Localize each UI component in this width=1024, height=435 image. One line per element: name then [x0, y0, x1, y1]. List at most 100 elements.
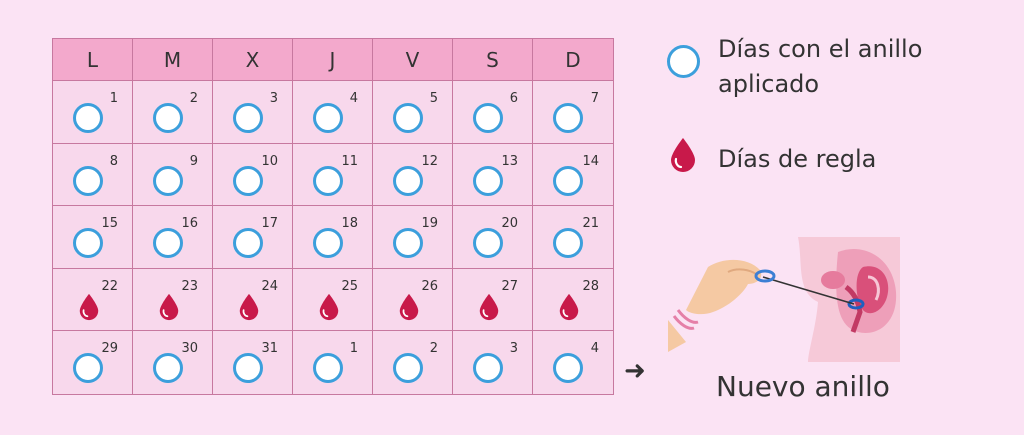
calendar-day-cell: 7	[533, 81, 613, 144]
day-number: 4	[349, 91, 358, 106]
calendar-day-cell: 21	[533, 206, 613, 269]
day-number: 15	[101, 216, 118, 232]
day-number: 1	[109, 91, 118, 106]
vaginal-ring-icon	[473, 353, 503, 384]
vaginal-ring-icon	[233, 103, 263, 133]
day-number: 3	[509, 341, 518, 357]
day-number: 14	[582, 153, 599, 169]
day-header: M	[133, 39, 213, 81]
calendar-day-cell: 30	[133, 331, 213, 394]
calendar-day-cell: 22	[53, 268, 133, 332]
vaginal-ring-icon	[553, 103, 583, 133]
day-number: 28	[582, 278, 599, 294]
blood-drop-icon	[319, 293, 339, 320]
day-number: 21	[582, 216, 599, 232]
calendar-day-cell: 26	[373, 268, 453, 332]
vaginal-ring-icon	[73, 165, 103, 196]
blood-drop-legend-icon	[671, 138, 695, 172]
calendar-day-cell: 28	[533, 268, 613, 332]
calendar-day-cell: 18	[293, 206, 373, 269]
vaginal-ring-icon	[73, 228, 103, 259]
calendar-day-cell: 23	[133, 268, 213, 332]
day-number: 7	[590, 91, 599, 106]
day-number: 13	[501, 153, 518, 169]
blood-drop-icon	[239, 293, 259, 320]
day-number: 29	[101, 341, 118, 357]
day-number: 10	[261, 153, 278, 169]
day-header: J	[293, 39, 373, 81]
blood-drop-icon	[559, 293, 579, 320]
day-header: D	[533, 39, 613, 81]
calendar-day-cell: 15	[53, 206, 133, 269]
day-number: 24	[261, 278, 278, 294]
vaginal-ring-icon	[233, 353, 263, 384]
period-legend-label: Días de regla	[718, 145, 877, 173]
calendar-day-cell: 2	[373, 331, 453, 394]
calendar-day-cell: 9	[133, 143, 213, 207]
calendar-day-cell: 13	[453, 143, 533, 207]
vaginal-ring-icon	[153, 103, 183, 133]
ring-legend-label: Días con el anillo aplicado	[718, 32, 922, 102]
calendar-day-cell: 3	[453, 331, 533, 394]
calendar-day-cell: 6	[453, 81, 533, 144]
day-number: 1	[349, 341, 358, 357]
day-number: 31	[261, 341, 278, 357]
calendar-day-cell: 20	[453, 206, 533, 269]
ring-legend-line-2: aplicado	[718, 69, 820, 98]
day-number: 18	[341, 216, 358, 232]
day-number: 3	[269, 91, 278, 106]
calendar-day-cell: 1	[293, 331, 373, 394]
calendar-day-cell: 3	[213, 81, 293, 144]
vaginal-ring-icon	[73, 353, 103, 384]
day-header: L	[53, 39, 133, 81]
blood-drop-icon	[159, 293, 179, 320]
vaginal-ring-icon	[313, 353, 343, 384]
vaginal-ring-icon	[473, 165, 503, 196]
calendar-day-cell: 8	[53, 143, 133, 207]
day-number: 22	[101, 278, 118, 294]
vaginal-ring-icon	[153, 353, 183, 384]
calendar-day-cell: 24	[213, 268, 293, 332]
calendar-day-cell: 14	[533, 143, 613, 207]
day-number: 2	[429, 341, 438, 357]
vaginal-ring-icon	[393, 165, 423, 196]
day-number: 20	[501, 216, 518, 232]
ring-legend-line-1: Días con el anillo	[718, 35, 923, 63]
vaginal-ring-icon	[473, 228, 503, 259]
day-header: X	[213, 39, 293, 81]
calendar-day-cell: 12	[373, 143, 453, 207]
calendar-day-cell: 25	[293, 268, 373, 332]
calendar-day-cell: 5	[373, 81, 453, 144]
day-number: 17	[261, 216, 278, 232]
vaginal-ring-icon	[473, 103, 503, 133]
blood-drop-icon	[399, 293, 419, 320]
vaginal-ring-icon	[553, 165, 583, 196]
calendar-day-cell: 16	[133, 206, 213, 269]
ring-insertion-illustration	[668, 237, 900, 362]
day-number: 12	[421, 153, 438, 169]
calendar-day-cell: 17	[213, 206, 293, 269]
day-number: 30	[181, 341, 198, 357]
day-number: 27	[501, 278, 518, 294]
right-arrow-icon: ➜	[624, 356, 646, 386]
day-number: 2	[189, 91, 198, 106]
vaginal-ring-icon	[553, 228, 583, 259]
calendar-day-cell: 2	[133, 81, 213, 144]
day-number: 23	[181, 278, 198, 294]
vaginal-ring-icon	[553, 353, 583, 384]
day-number: 8	[109, 153, 118, 169]
vaginal-ring-icon	[233, 228, 263, 259]
day-header: V	[373, 39, 453, 81]
vaginal-ring-icon	[153, 165, 183, 196]
calendar-day-cell: 27	[453, 268, 533, 332]
blood-drop-icon	[79, 293, 99, 320]
day-header: S	[453, 39, 533, 81]
vaginal-ring-icon	[153, 228, 183, 259]
calendar-day-cell: 19	[373, 206, 453, 269]
calendar-day-cell: 31	[213, 331, 293, 394]
day-number: 11	[341, 153, 358, 169]
day-number: 26	[421, 278, 438, 294]
day-number: 4	[590, 341, 599, 357]
day-number: 25	[341, 278, 358, 294]
